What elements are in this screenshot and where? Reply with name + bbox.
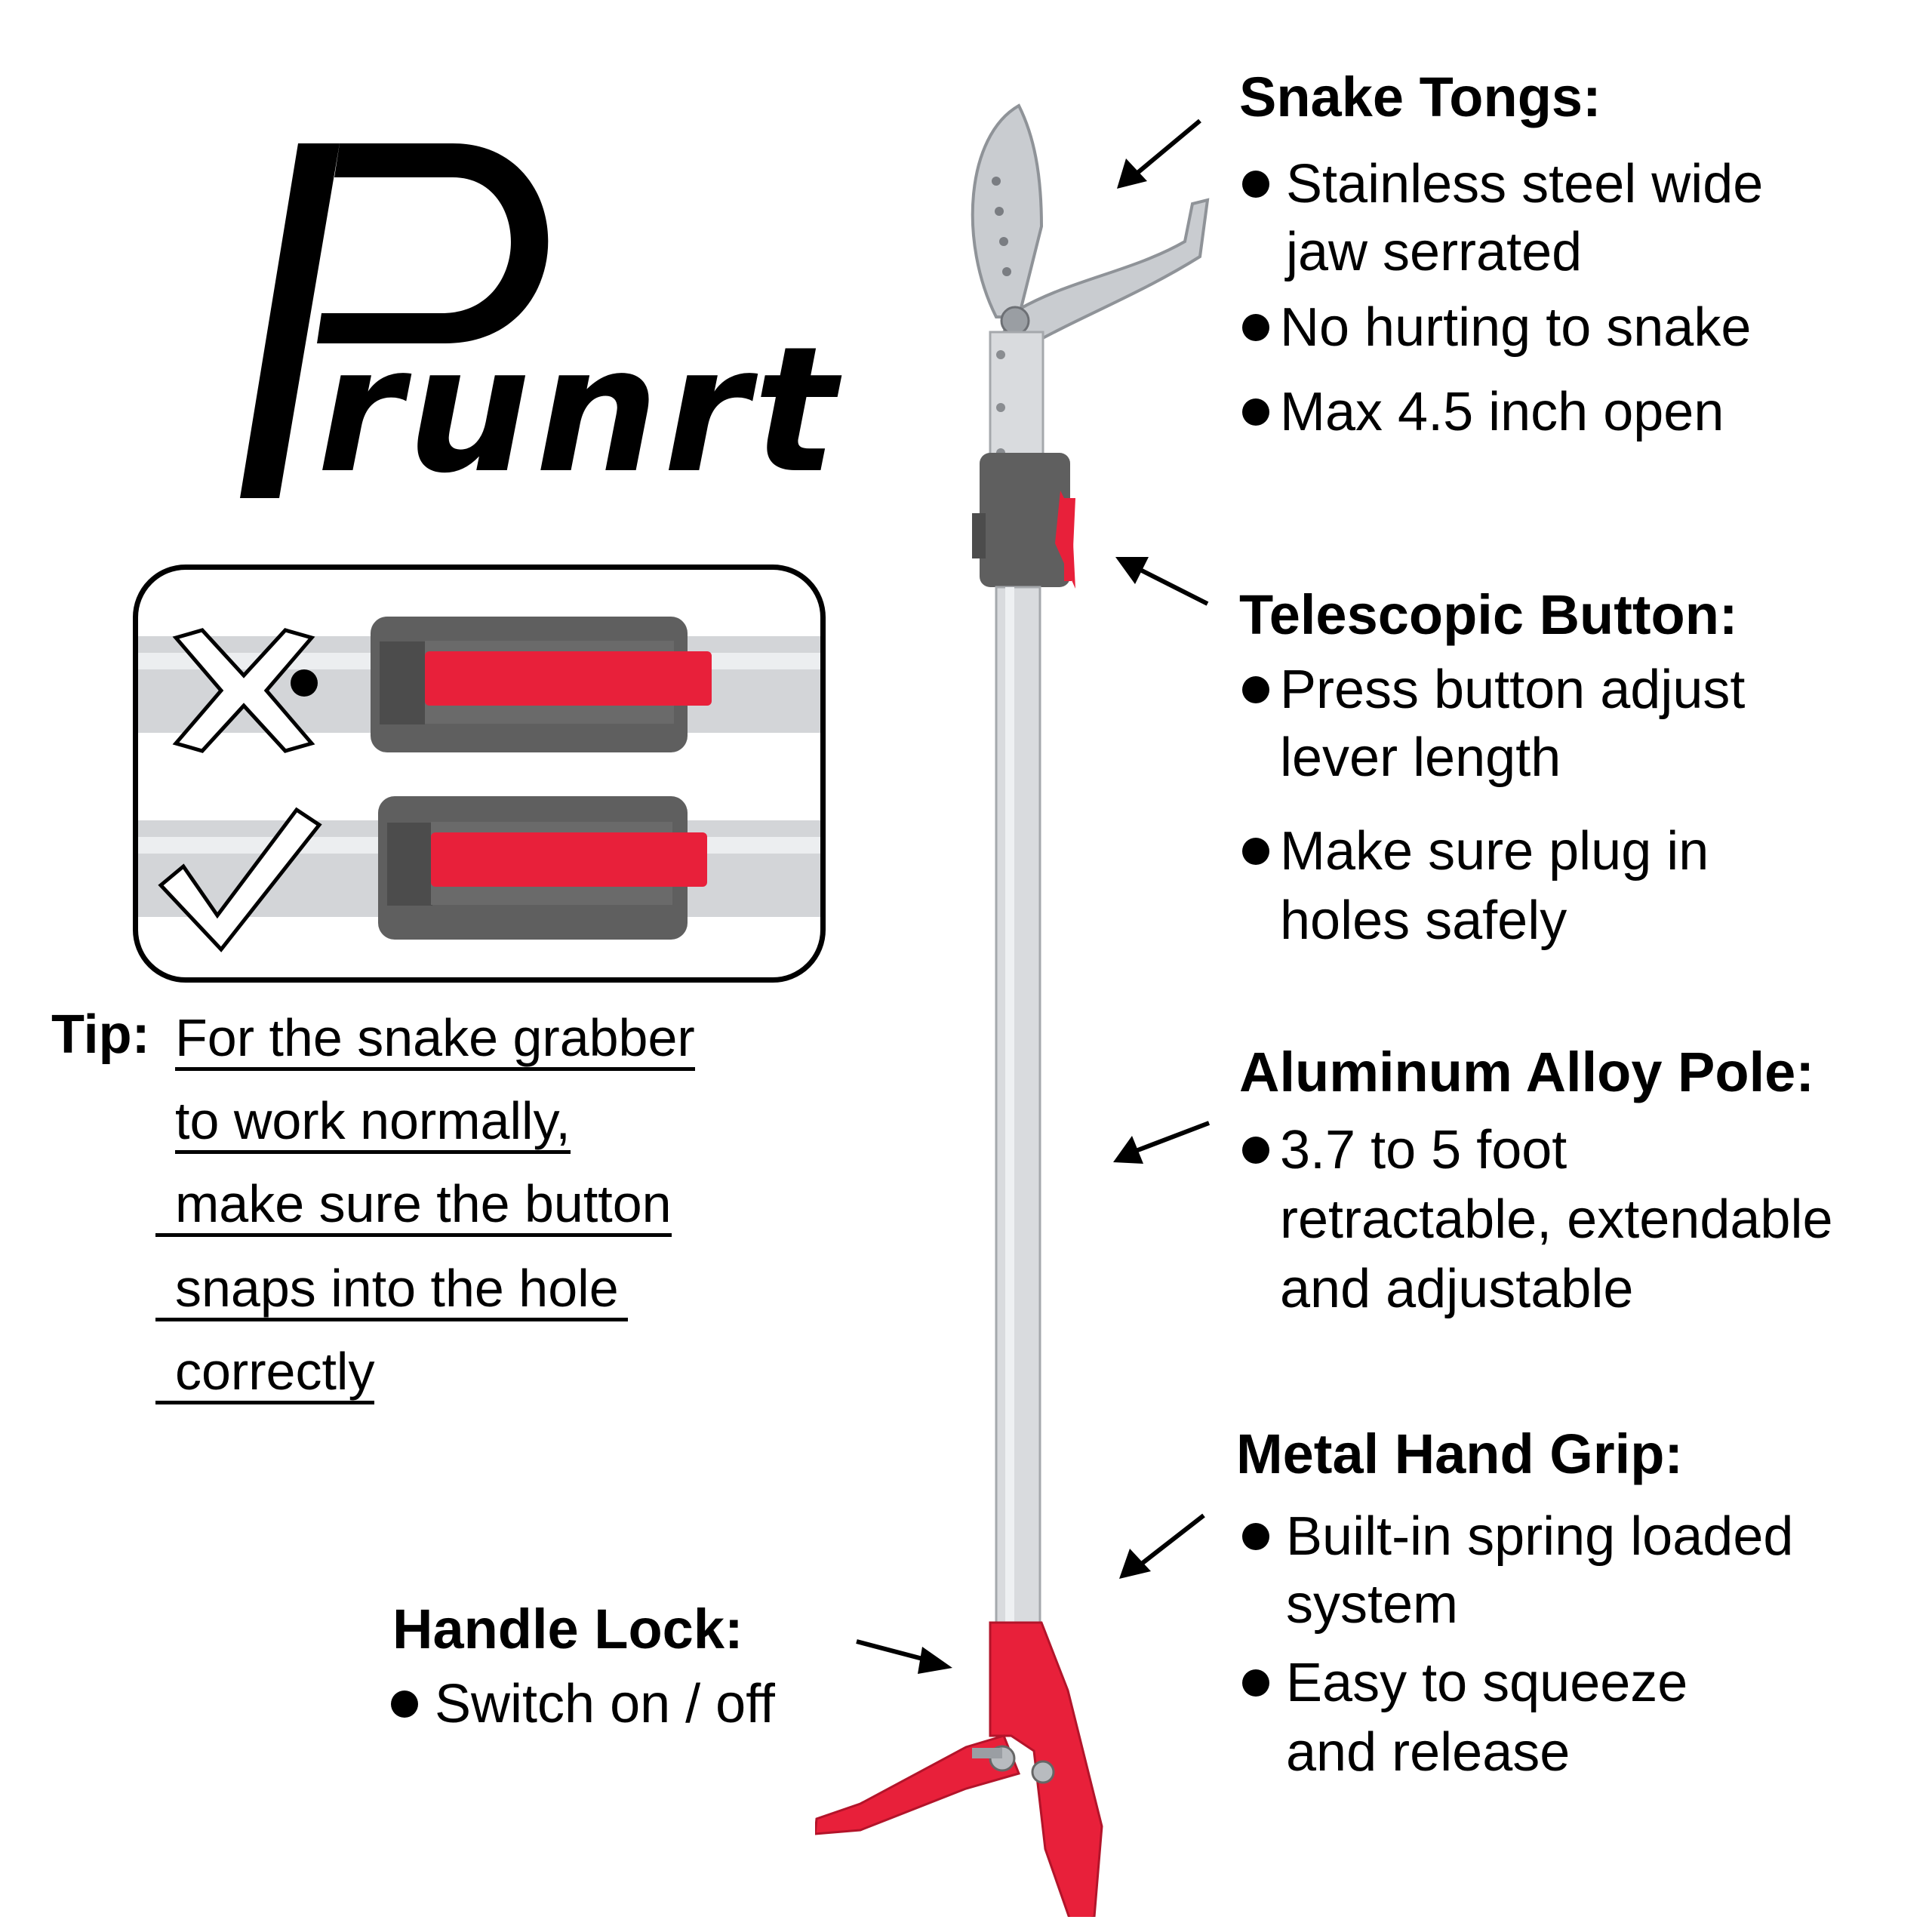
inset-illustration xyxy=(138,617,820,940)
bullet-dot xyxy=(1242,676,1269,703)
metal-grip-title: Metal Hand Grip: xyxy=(1236,1423,1684,1485)
tip-line-4: snaps into the hole xyxy=(155,1262,628,1321)
tip-label: Tip: xyxy=(51,1004,150,1065)
bullet-dot xyxy=(1242,171,1269,198)
snake-tongs-bullet-3: Max 4.5 inch open xyxy=(1280,382,1724,442)
button-position-inset xyxy=(133,565,826,983)
brand-logo-p xyxy=(240,143,549,498)
brand-logo-text: runrt xyxy=(317,310,841,512)
pole-bullet-1: 3.7 to 5 foot xyxy=(1280,1120,1567,1180)
telescopic-bullet-1: Press button adjust xyxy=(1280,660,1746,720)
snake-tongs-bullet-2: No hurting to snake xyxy=(1280,297,1752,358)
aluminum-pole xyxy=(995,586,1041,1638)
snake-tongs-bullet-1: Stainless steel wide xyxy=(1286,154,1764,214)
telescopic-bullet-2-cont: holes safely xyxy=(1280,891,1567,951)
grip-bullet-1: Built-in spring loaded xyxy=(1286,1506,1794,1567)
upper-jaw xyxy=(971,103,1044,318)
telescopic-bullet-2: Make sure plug in xyxy=(1280,821,1709,881)
check-mark-icon xyxy=(158,807,322,952)
snake-tongs-bullet-1-cont: jaw serrated xyxy=(1286,222,1583,282)
trigger-lever xyxy=(815,1734,1021,1835)
snake-tongs-title: Snake Tongs: xyxy=(1239,66,1601,128)
telescopic-button-grip xyxy=(980,453,1070,587)
lower-jaw xyxy=(1001,198,1210,349)
tip-line-1: For the snake grabber xyxy=(175,1011,695,1071)
arrow-icon-pole xyxy=(1113,1121,1211,1164)
handle-lock-bullet-1: Switch on / off xyxy=(435,1674,775,1734)
tip-line-5: correctly xyxy=(155,1345,375,1404)
cross-mark-icon xyxy=(172,628,318,753)
bullet-dot xyxy=(391,1690,418,1718)
grip-bullet-1-cont: system xyxy=(1286,1574,1459,1635)
arrow-icon-handle-lock xyxy=(856,1639,952,1674)
bullet-dot xyxy=(1242,1669,1269,1697)
pole-bullet-1-cont-1: retractable, extendable xyxy=(1280,1189,1833,1250)
bullet-dot xyxy=(1242,1523,1269,1550)
arrow-icon-snake-tongs xyxy=(1117,118,1201,189)
snake-tongs-product xyxy=(815,103,1210,1917)
telescopic-button-title: Telescopic Button: xyxy=(1239,583,1738,646)
bullet-dot xyxy=(1242,314,1269,341)
arrow-icon-telescopic xyxy=(1115,557,1209,606)
bullet-dot xyxy=(1242,398,1269,426)
bullet-dot xyxy=(1242,838,1269,865)
telescopic-bullet-1-cont: lever length xyxy=(1280,728,1561,788)
handle-lock-title: Handle Lock: xyxy=(392,1598,743,1660)
arrow-icon-grip xyxy=(1119,1513,1205,1579)
telescopic-button-red xyxy=(1055,491,1075,589)
grip-bullet-2-cont: and release xyxy=(1286,1722,1571,1783)
pole-bullet-1-cont-2: and adjustable xyxy=(1280,1259,1634,1319)
bullet-dot xyxy=(1242,1137,1269,1164)
aluminum-pole-title: Aluminum Alloy Pole: xyxy=(1239,1041,1814,1103)
tip-line-2: to work normally, xyxy=(175,1094,571,1154)
tip-line-3: make sure the button xyxy=(155,1177,672,1237)
grip-bullet-2: Easy to squeeze xyxy=(1286,1653,1688,1713)
